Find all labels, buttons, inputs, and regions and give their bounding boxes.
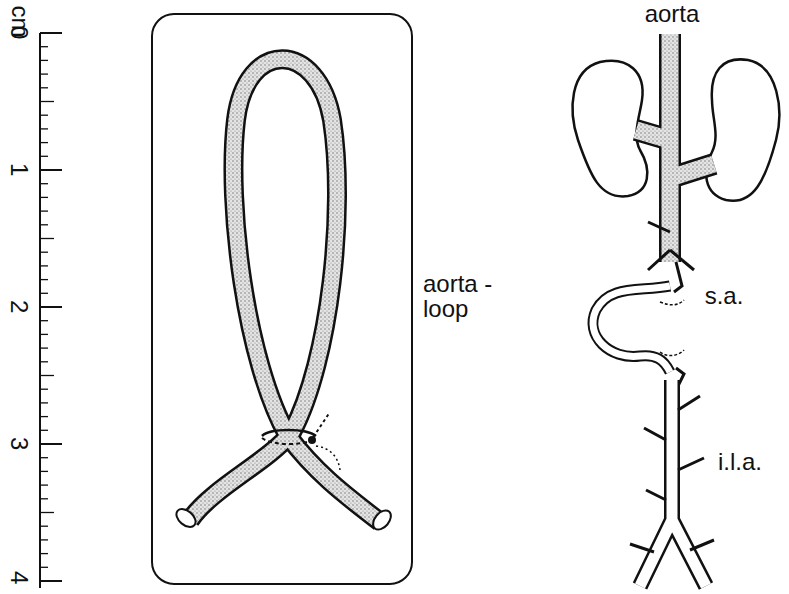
ruler-tick xyxy=(40,320,48,321)
scale-number: 4 xyxy=(7,571,32,584)
anatomy-schematic xyxy=(573,34,780,586)
ruler-tick xyxy=(40,347,48,348)
scale-number: 0 xyxy=(7,26,32,39)
ruler-tick xyxy=(40,402,48,403)
ruler xyxy=(40,33,62,588)
ruler-tick xyxy=(40,567,48,568)
ruler-tick xyxy=(40,183,48,184)
ruler-tick xyxy=(40,279,48,280)
ruler-tick xyxy=(40,334,48,335)
ruler-tick xyxy=(40,101,54,102)
ruler-tick xyxy=(40,539,48,540)
ruler-tick xyxy=(40,32,62,34)
kidney xyxy=(573,61,648,197)
ruler-tick xyxy=(40,197,48,198)
ruler-tick xyxy=(40,526,48,527)
ruler-tick xyxy=(40,457,48,458)
kidney xyxy=(706,59,779,200)
ruler-tick xyxy=(40,512,54,513)
ruler-tick xyxy=(40,238,54,239)
ruler-tick xyxy=(40,265,48,266)
ruler-tick xyxy=(40,443,62,445)
ruler-tick xyxy=(40,128,48,129)
vessel-label: i.l.a. xyxy=(718,449,762,474)
ruler-tick xyxy=(40,375,54,376)
ruler-tick xyxy=(40,252,48,253)
ruler-tick xyxy=(40,389,48,390)
ruler-line xyxy=(39,33,41,588)
ruler-tick xyxy=(40,46,48,47)
specimen-frame xyxy=(152,14,412,584)
ruler-tick xyxy=(40,293,48,294)
scale-number: 1 xyxy=(7,163,32,176)
ruler-tick xyxy=(40,224,48,225)
scale-number: 2 xyxy=(7,300,32,313)
ruler-tick xyxy=(40,142,48,143)
ruler-tick xyxy=(40,169,62,171)
ruler-tick xyxy=(40,73,48,74)
ruler-tick xyxy=(40,361,48,362)
vessel-label: s.a. xyxy=(705,283,744,308)
ruler-tick xyxy=(40,60,48,61)
ruler-tick xyxy=(40,306,62,308)
part-label: aorta - loop xyxy=(423,271,509,321)
ruler-tick xyxy=(40,115,48,116)
ruler-tick xyxy=(40,498,48,499)
ruler-tick xyxy=(40,416,48,417)
vessel-label: aorta xyxy=(645,1,700,26)
ruler-tick xyxy=(40,87,48,88)
ruler-tick xyxy=(40,484,48,485)
scale-number: 3 xyxy=(7,437,32,450)
aorta-loop-specimen xyxy=(173,59,394,533)
ruler-tick xyxy=(40,580,62,582)
ruler-tick xyxy=(40,471,48,472)
ruler-tick xyxy=(40,210,48,211)
ruler-tick xyxy=(40,156,48,157)
ruler-tick xyxy=(40,553,48,554)
ruler-tick xyxy=(40,430,48,431)
